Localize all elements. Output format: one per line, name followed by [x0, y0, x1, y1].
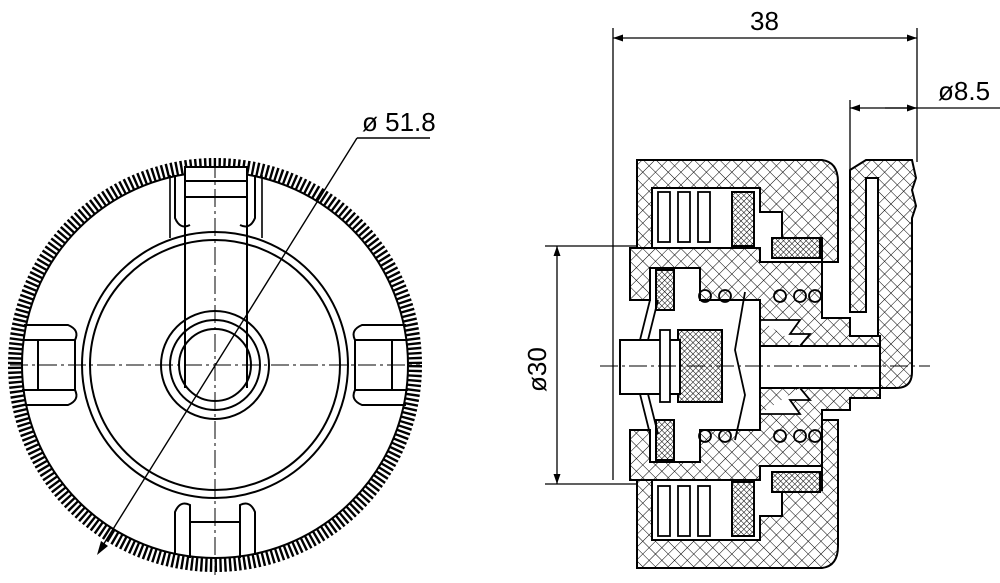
front-view	[8, 137, 430, 575]
dimension-nozzle-diameter: ø8.5	[938, 76, 990, 106]
cap-shell-lower	[636, 419, 839, 569]
lug-top	[174, 175, 256, 228]
diameter-leader	[97, 137, 430, 555]
flow-channel	[759, 345, 881, 389]
cap-shell	[636, 159, 839, 263]
stem-bore	[619, 339, 681, 395]
section-view	[600, 159, 930, 569]
dimension-overall-length: 38	[750, 6, 779, 36]
seal-blocks	[655, 191, 821, 537]
hose-nozzle	[849, 159, 918, 389]
dimension-lines	[545, 28, 1000, 485]
dimension-body-diameter: ø30	[522, 347, 552, 392]
lug-left	[22, 324, 78, 406]
springs	[639, 289, 822, 443]
nozzle	[169, 166, 263, 388]
grip-fins	[657, 191, 711, 537]
dimension-outer-diameter: ø 51.8	[362, 107, 436, 137]
